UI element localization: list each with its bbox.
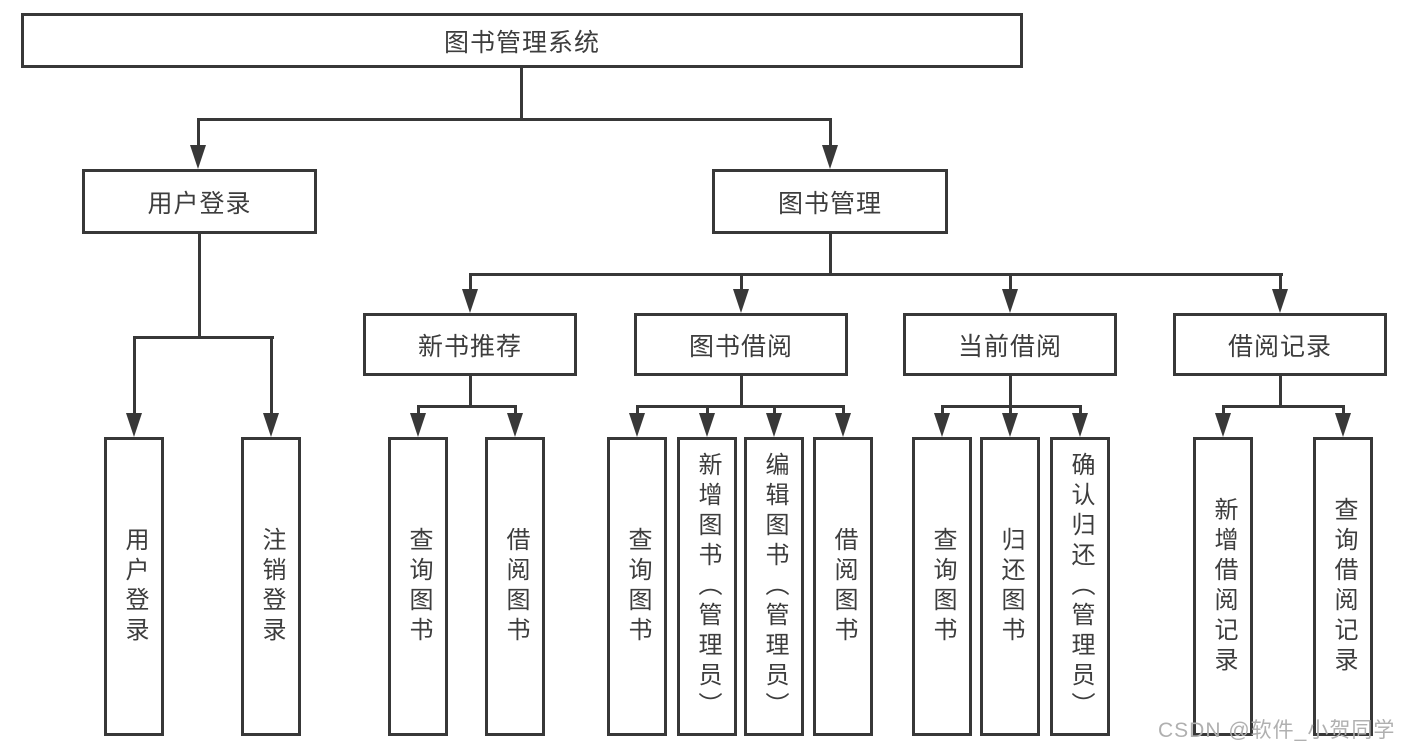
connector-arrow-shaft <box>739 273 743 290</box>
node-new-book-recommend: 新书推荐 <box>363 313 577 376</box>
node-label: 借阅记录 <box>1227 332 1332 361</box>
arrowhead-down-icon <box>1002 289 1018 313</box>
connector-arrow-shaft <box>1221 405 1225 417</box>
csdn-watermark: CSDN @软件_小贺同学 <box>1158 719 1396 742</box>
arrowhead-down-icon <box>822 145 838 169</box>
node-label: 当前借阅 <box>957 332 1062 361</box>
node-leaf-borrow-books-1: 借阅图书 <box>485 437 545 736</box>
arrowhead-down-icon <box>766 413 782 437</box>
connector-bookmgmt-bus <box>468 273 1283 276</box>
connector-arrow-shaft <box>1341 405 1345 417</box>
connector-arrow-shaft <box>196 118 200 146</box>
connector-userlogin-stem <box>198 234 201 339</box>
arrowhead-down-icon <box>629 413 645 437</box>
arrowhead-down-icon <box>462 289 478 313</box>
arrowhead-down-icon <box>934 413 950 437</box>
node-book-management: 图书管理 <box>712 169 948 234</box>
arrowhead-down-icon <box>410 413 426 437</box>
connector-newbook-stem <box>468 376 472 408</box>
node-label: 借阅图书 <box>830 526 857 647</box>
node-label: 新增图书（管理员） <box>694 451 721 722</box>
node-label: 注销登录 <box>258 526 285 647</box>
connector-records-bus <box>1221 405 1345 408</box>
connector-userlogin-bus <box>132 336 274 339</box>
connector-arrow-shaft <box>828 118 832 146</box>
connector-arrow-shaft <box>705 405 709 417</box>
node-book-management-system: 图书管理系统 <box>21 13 1023 68</box>
arrowhead-down-icon <box>1002 413 1018 437</box>
node-leaf-query-borrow-record: 查询借阅记录 <box>1313 437 1373 736</box>
node-leaf-query-books-2: 查询图书 <box>607 437 667 736</box>
connector-arrow-shaft <box>468 273 472 290</box>
connector-arrow-shaft <box>1278 273 1282 290</box>
arrowhead-down-icon <box>1272 289 1288 313</box>
connector-arrow-shaft <box>416 405 420 417</box>
node-leaf-query-books-1: 查询图书 <box>388 437 448 736</box>
connector-arrow-shaft <box>635 405 639 417</box>
arrowhead-down-icon <box>1072 413 1088 437</box>
arrowhead-down-icon <box>835 413 851 437</box>
connector-newbook-bus <box>416 405 517 408</box>
node-label: 图书管理 <box>777 189 882 218</box>
connector-arrow-shaft <box>132 336 136 414</box>
arrowhead-down-icon <box>699 413 715 437</box>
connector-bookmgmt-stem <box>828 234 832 276</box>
node-label: 查询图书 <box>624 526 651 647</box>
connector-arrow-shaft <box>269 336 273 414</box>
connector-arrow-shaft <box>841 405 845 417</box>
node-leaf-user-login: 用户登录 <box>104 437 164 736</box>
node-label: 归还图书 <box>997 526 1024 647</box>
node-leaf-return-book: 归还图书 <box>980 437 1040 736</box>
node-label: 查询图书 <box>929 526 956 647</box>
connector-arrow-shaft <box>940 405 944 417</box>
node-leaf-add-book-admin: 新增图书（管理员） <box>677 437 737 736</box>
node-label: 借阅图书 <box>502 526 529 647</box>
connector-borrow-bus <box>635 405 845 408</box>
connector-arrow-shaft <box>1078 405 1082 417</box>
node-label: 用户登录 <box>121 526 148 647</box>
node-label: 图书管理系统 <box>443 28 600 57</box>
node-leaf-borrow-books-2: 借阅图书 <box>813 437 873 736</box>
arrowhead-down-icon <box>733 289 749 313</box>
connector-root-stem <box>519 68 523 121</box>
connector-records-stem <box>1278 376 1282 408</box>
connector-arrow-shaft <box>513 405 517 417</box>
node-label: 图书借阅 <box>688 332 793 361</box>
node-label: 用户登录 <box>147 189 252 218</box>
connector-arrow-shaft <box>772 405 776 417</box>
node-leaf-logout: 注销登录 <box>241 437 301 736</box>
node-user-login: 用户登录 <box>82 169 317 234</box>
arrowhead-down-icon <box>1215 413 1231 437</box>
connector-arrow-shaft <box>1008 273 1012 290</box>
connector-current-stem <box>1008 376 1012 408</box>
node-label: 新增借阅记录 <box>1210 496 1237 677</box>
node-leaf-confirm-return-admin: 确认归还（管理员） <box>1050 437 1110 736</box>
arrowhead-down-icon <box>1335 413 1351 437</box>
node-borrowing-records: 借阅记录 <box>1173 313 1387 376</box>
node-current-borrowing: 当前借阅 <box>903 313 1117 376</box>
node-book-borrowing: 图书借阅 <box>634 313 848 376</box>
node-leaf-query-books-3: 查询图书 <box>912 437 972 736</box>
node-label: 新书推荐 <box>417 332 522 361</box>
node-leaf-edit-book-admin: 编辑图书（管理员） <box>744 437 804 736</box>
node-label: 查询借阅记录 <box>1330 496 1357 677</box>
arrowhead-down-icon <box>190 145 206 169</box>
node-leaf-add-borrow-record: 新增借阅记录 <box>1193 437 1253 736</box>
connector-arrow-shaft <box>1008 405 1012 417</box>
arrowhead-down-icon <box>126 413 142 437</box>
node-label: 查询图书 <box>405 526 432 647</box>
arrowhead-down-icon <box>507 413 523 437</box>
node-label: 编辑图书（管理员） <box>761 451 788 722</box>
arrowhead-down-icon <box>263 413 279 437</box>
connector-root-bus <box>196 118 832 121</box>
connector-borrow-stem <box>739 376 743 408</box>
node-label: 确认归还（管理员） <box>1067 451 1094 722</box>
